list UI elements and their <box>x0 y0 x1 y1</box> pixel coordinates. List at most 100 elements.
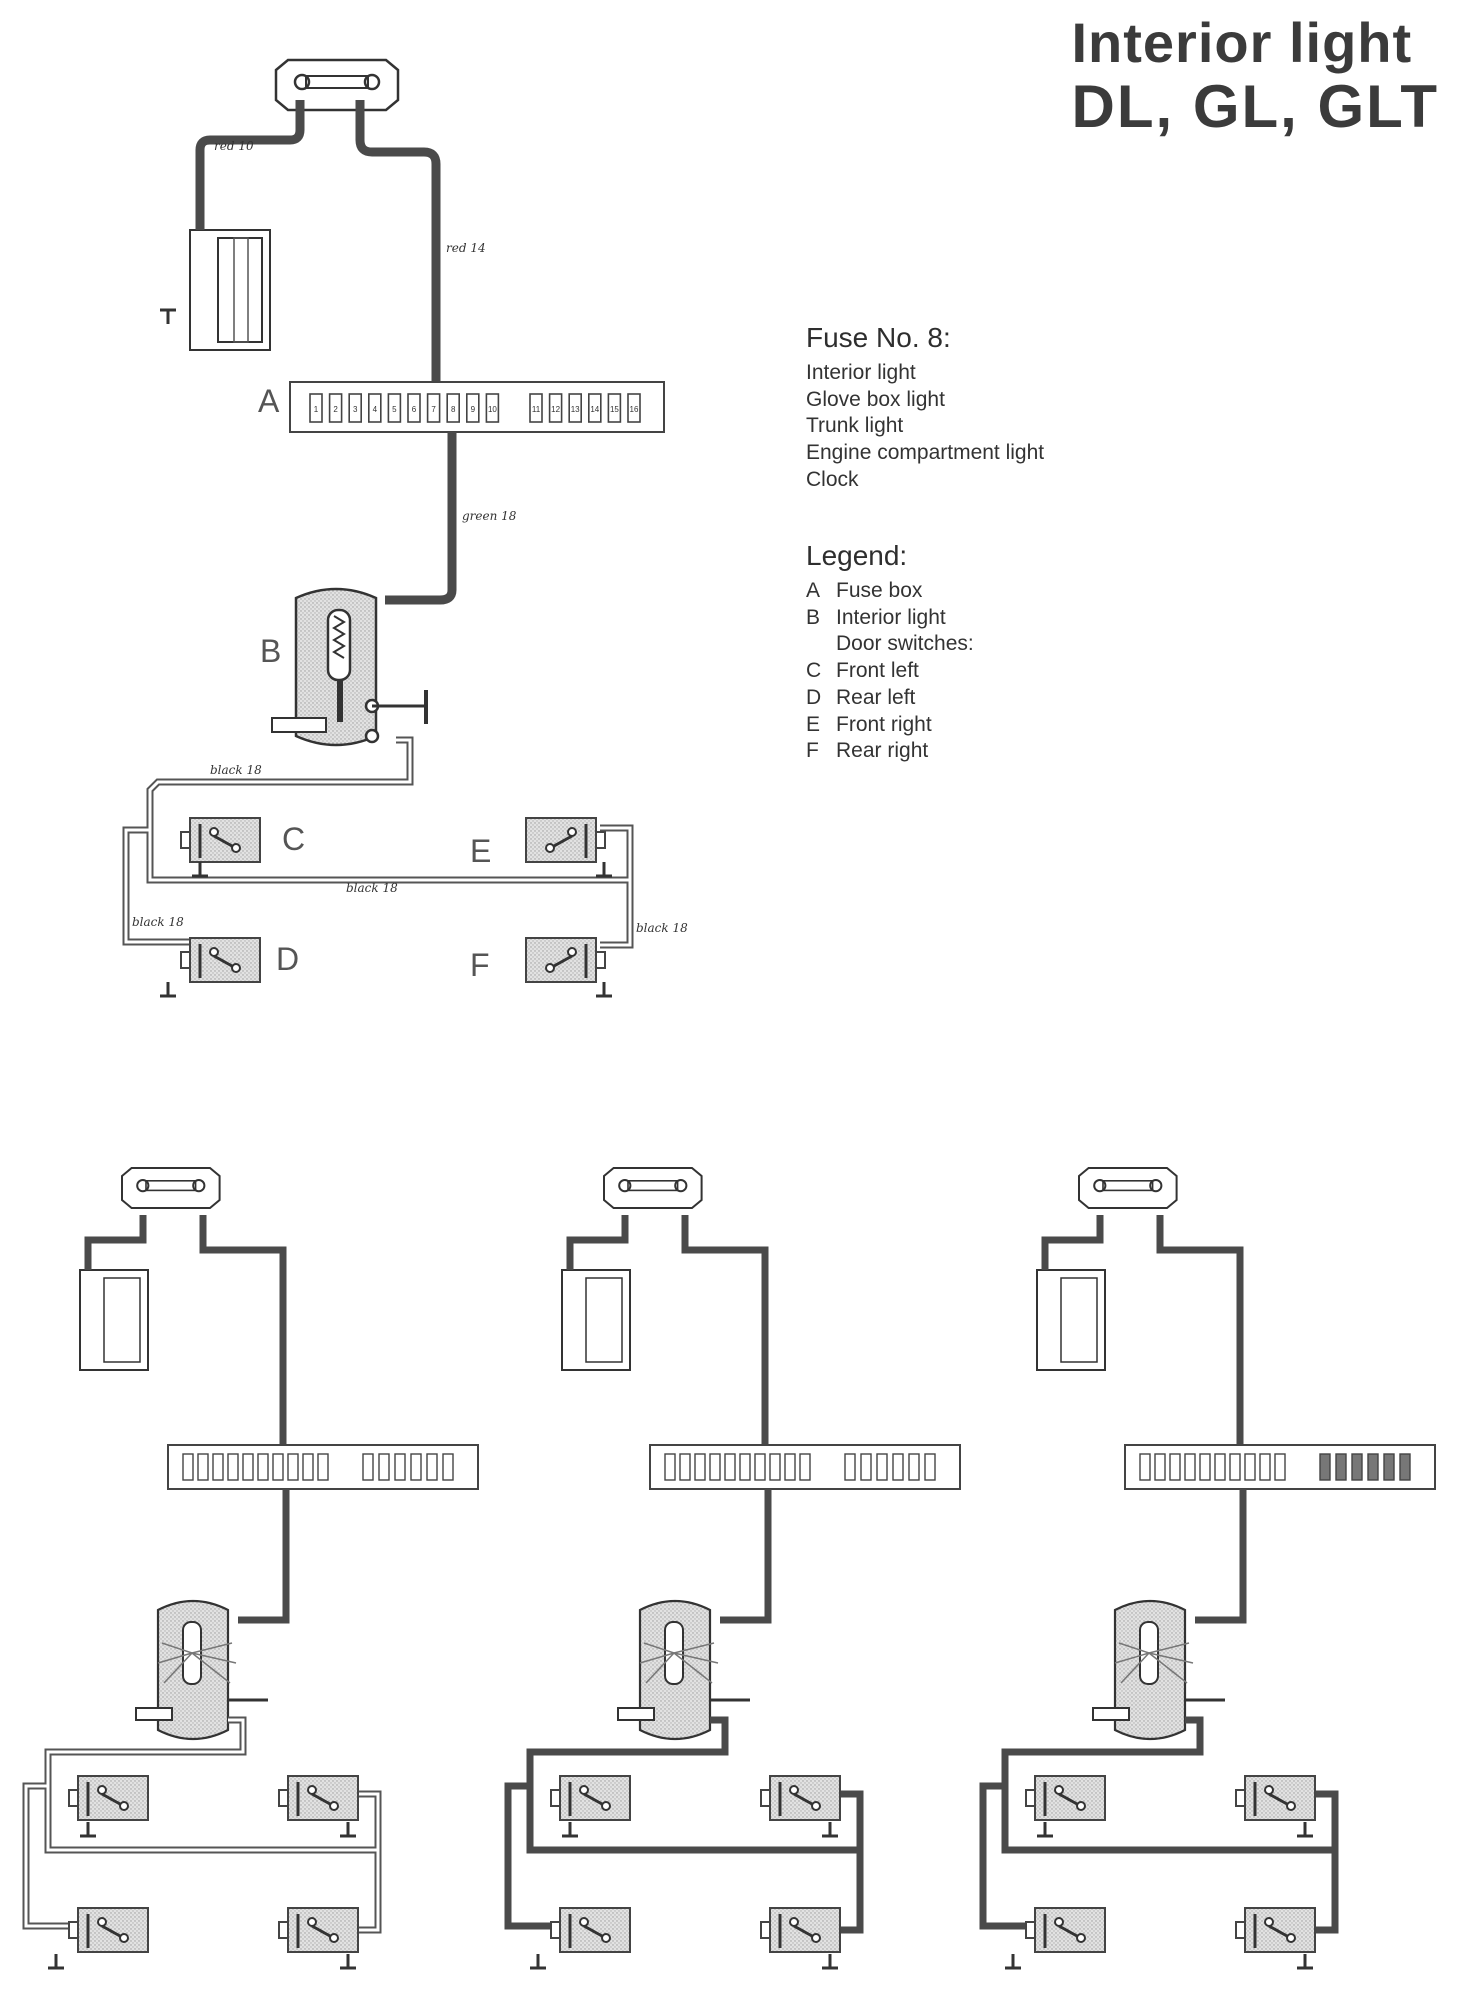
wire-green <box>720 1489 772 1624</box>
ground-symbol <box>560 1820 580 1838</box>
fuse-item: Clock <box>806 467 859 491</box>
fuse-slot <box>485 393 500 423</box>
top-connector <box>274 58 400 112</box>
fuse-slot <box>1214 1453 1226 1481</box>
fuse-slot <box>799 1453 811 1481</box>
door-switch <box>549 1774 632 1822</box>
fuse-slot <box>679 1453 691 1481</box>
battery-cell <box>585 1277 623 1363</box>
fuse-slot <box>784 1453 796 1481</box>
light-ray <box>1148 1642 1190 1654</box>
fuse-slot <box>1229 1453 1241 1481</box>
light-ray <box>157 1652 193 1664</box>
ground-symbol <box>594 980 614 998</box>
light-ray <box>1118 1642 1150 1654</box>
fuse-number: 16 <box>630 405 639 414</box>
ground-symbol <box>1295 1820 1315 1838</box>
fuse-slot <box>197 1453 209 1481</box>
top-connector <box>602 1166 703 1210</box>
component-letter-e: E <box>470 833 491 869</box>
wire-green-18 <box>385 432 457 605</box>
fuse-slot <box>309 393 323 423</box>
legend-key: D <box>806 685 822 709</box>
door-switch-e <box>524 816 607 864</box>
fuse-number: 15 <box>610 405 619 414</box>
wire-green <box>238 1489 290 1624</box>
legend-key: E <box>806 712 821 736</box>
fuse-slot <box>394 1453 406 1481</box>
fuse-slot <box>378 1453 390 1481</box>
light-ray <box>673 1652 719 1664</box>
ground-symbol <box>820 1952 840 1970</box>
light-ray <box>1114 1652 1150 1664</box>
legend-label: Front left <box>836 659 919 683</box>
fuse-slot <box>1244 1453 1256 1481</box>
fuse-number: 11 <box>532 405 541 414</box>
component-letter-b: B <box>260 633 281 669</box>
state-all-doors-closed <box>22 1166 479 1970</box>
fuse-number: 4 <box>373 405 378 414</box>
fuse-slot <box>1383 1453 1395 1481</box>
legend-entry: F Rear right <box>806 738 1136 765</box>
light-ray <box>639 1652 675 1664</box>
fuse-number: 14 <box>590 405 599 414</box>
legend-heading: Legend: <box>806 540 908 571</box>
fuse-heading: Fuse No. 8: <box>806 322 951 353</box>
light-ray <box>673 1652 713 1684</box>
fuse-slot <box>769 1453 781 1481</box>
fuse-slot <box>1351 1453 1363 1481</box>
wire-feed <box>1156 1215 1244 1450</box>
light-lens-tab <box>617 1707 655 1721</box>
fuse-slot <box>1335 1453 1347 1481</box>
light-ray <box>643 1642 675 1654</box>
light-ray <box>645 1652 675 1684</box>
ground-symbol <box>1295 1952 1315 1970</box>
light-ray <box>1120 1652 1150 1684</box>
fuse-slot <box>1367 1453 1379 1481</box>
fuse-slot <box>287 1453 299 1481</box>
light-lens-tab <box>135 1707 173 1721</box>
component-letter-c: C <box>282 821 305 857</box>
fuse-slot <box>1399 1453 1411 1481</box>
ground-symbol <box>190 860 210 878</box>
fuse-slot <box>407 393 421 423</box>
wire-label-red-14: red 14 <box>446 241 486 255</box>
door-switch <box>1234 1774 1317 1822</box>
wire-feed <box>681 1215 769 1450</box>
ground-symbol <box>1035 1820 1055 1838</box>
fuse-slot <box>348 393 363 423</box>
fuse-slot <box>1274 1453 1286 1481</box>
fuse-slot <box>924 1453 936 1481</box>
door-wires <box>504 1716 864 1934</box>
legend-key: A <box>806 579 821 602</box>
door-switch <box>759 1906 842 1954</box>
door-switch <box>1024 1906 1107 1954</box>
fuse-slot <box>1139 1453 1151 1481</box>
light-ray <box>1148 1652 1194 1664</box>
fuse-item: Glove box light <box>806 387 945 411</box>
page-title: Interior light DL, GL, GLT <box>1072 12 1440 140</box>
legend-label: Front right <box>836 712 932 736</box>
ground-symbol <box>158 980 178 998</box>
door-switch-f <box>524 936 607 984</box>
fuse-item: Engine compartment light <box>806 441 1045 465</box>
light-ray <box>673 1642 715 1654</box>
title-line-1: Interior light <box>1071 11 1413 74</box>
wire-red-10 <box>195 100 305 230</box>
light-ray <box>161 1642 193 1654</box>
fuse-number: 2 <box>333 405 338 414</box>
fuse-slot <box>568 393 583 423</box>
fuse-slot <box>302 1453 314 1481</box>
fuse-slot <box>754 1453 766 1481</box>
fuse-info-block: Fuse No. 8: Interior light Glove box lig… <box>806 322 1136 494</box>
fuse-slot <box>362 1453 374 1481</box>
fuse-slot <box>317 1453 329 1481</box>
legend-entry: E Front right <box>806 712 1136 739</box>
light-terminal <box>364 728 380 744</box>
wire-label-black-top: black 18 <box>210 763 262 777</box>
fuse-slot <box>709 1453 721 1481</box>
fuse-slot <box>1319 1453 1331 1481</box>
legend-key: B <box>806 605 821 629</box>
